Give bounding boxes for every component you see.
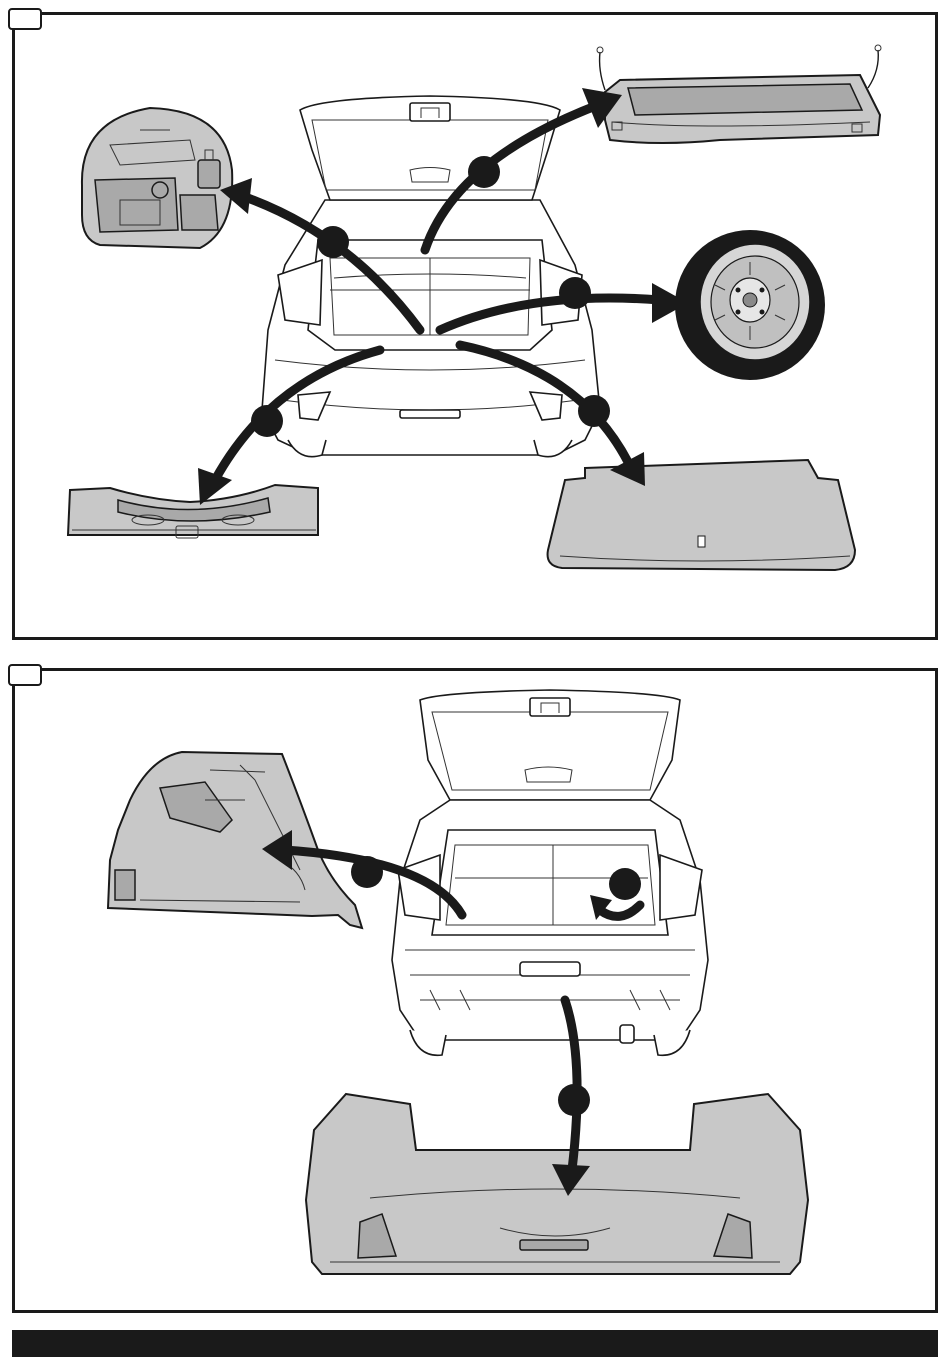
foam-tool-tray (82, 108, 232, 248)
side-trim-panel (108, 752, 362, 928)
trunk-floor-board (548, 460, 855, 570)
car-rear-bumper-removed (392, 690, 708, 1055)
parcel-shelf (597, 45, 881, 143)
rear-bumper (306, 1094, 808, 1274)
sill-trim (68, 485, 318, 538)
car-rear-open-tailgate (262, 96, 600, 457)
spare-wheel (675, 230, 825, 380)
